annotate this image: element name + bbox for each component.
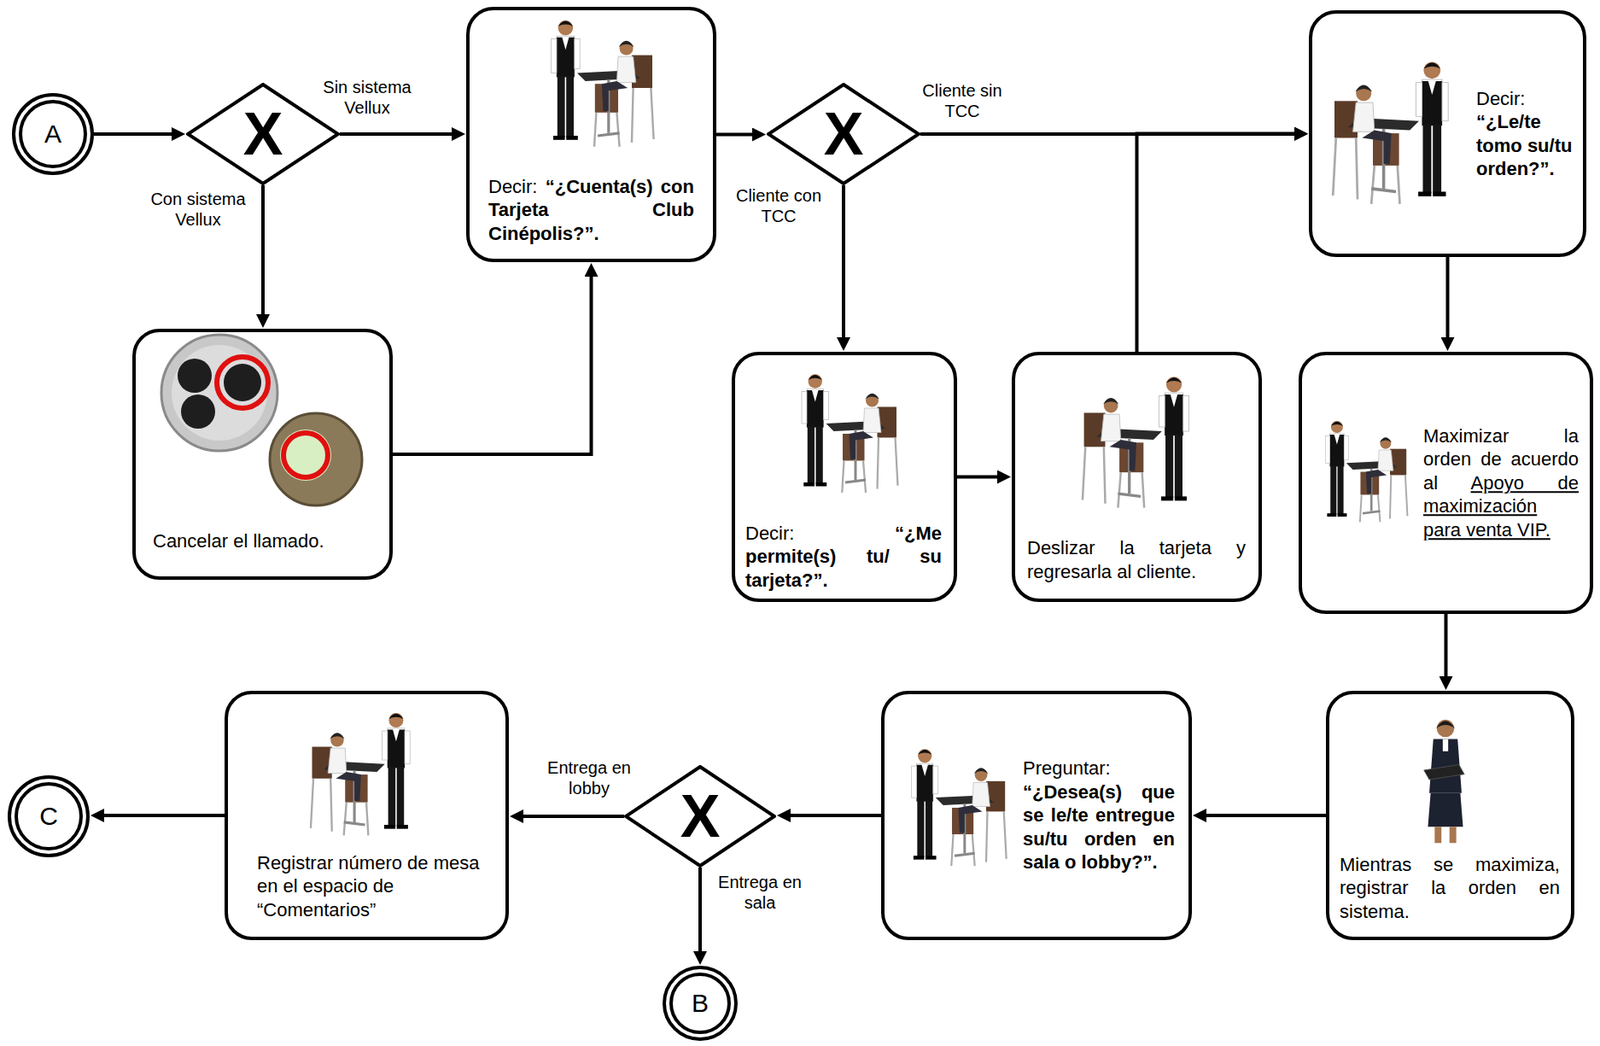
box-text: Cancelar el llamado. bbox=[152, 529, 372, 554]
process-box: Preguntar:“¿Desea(s) que se le/te entreg… bbox=[881, 690, 1192, 941]
connector-letter: B bbox=[691, 988, 709, 1018]
gateway-symbol: X bbox=[680, 786, 721, 847]
flow-arrow bbox=[698, 867, 702, 958]
process-box: Deslizar la tarjeta y regresarla al clie… bbox=[1011, 351, 1262, 602]
box-text: Maximizar la orden de acuerdo al Apoyo d… bbox=[1423, 424, 1579, 543]
spoken-phrase: “¿Desea(s) que se le/te entregue su/tu o… bbox=[1022, 781, 1175, 874]
spoken-phrase: “¿Le/te tomo su/tu orden?”. bbox=[1476, 110, 1572, 180]
box-text: Registrar número de mesa en el espacio d… bbox=[256, 851, 490, 923]
table-scene bbox=[1325, 420, 1408, 522]
process-box: Cancelar el llamado. bbox=[132, 328, 393, 580]
edge-label: Con sistema Vellux bbox=[145, 188, 251, 230]
flow-arrow bbox=[841, 185, 846, 345]
flow-arrow bbox=[392, 269, 592, 455]
connector-letter: C bbox=[39, 801, 59, 831]
box-text: Decir: “¿Le/te tomo su/tu orden?”. bbox=[1476, 87, 1577, 182]
vellux-buttons bbox=[161, 334, 363, 506]
decision-diamond: X bbox=[624, 764, 777, 868]
step-text: Registrar número de mesa en el espacio d… bbox=[256, 852, 479, 921]
flow-arrow bbox=[516, 814, 625, 818]
process-box: Registrar número de mesa en el espacio d… bbox=[224, 690, 509, 941]
flow-arrow bbox=[339, 132, 459, 136]
step-text: Deslizar la tarjeta y regresarla al clie… bbox=[1027, 537, 1246, 583]
flow-arrow bbox=[1137, 134, 1303, 353]
flow-arrow bbox=[93, 132, 179, 136]
flow-arrow bbox=[1199, 813, 1326, 818]
process-box: Maximizar la orden de acuerdo al Apoyo d… bbox=[1298, 351, 1594, 614]
decision-diamond: X bbox=[766, 82, 921, 186]
connector-circle: B bbox=[662, 965, 738, 1041]
step-text: Mientras se maximiza, registrar la orden… bbox=[1339, 853, 1560, 923]
step-text: Cancelar el llamado. bbox=[152, 530, 325, 552]
flow-arrow bbox=[716, 133, 760, 137]
step-text: Decir: bbox=[1476, 87, 1525, 110]
box-text: Preguntar:“¿Desea(s) que se le/te entreg… bbox=[1022, 756, 1175, 875]
box-text: Mientras se maximiza, registrar la orden… bbox=[1339, 852, 1560, 924]
link-text: Apoyo de maximización para venta VIP. bbox=[1423, 472, 1579, 541]
table-scene bbox=[1082, 376, 1190, 509]
edge-label: Entrega en lobby bbox=[541, 757, 637, 799]
flow-arrow bbox=[97, 813, 225, 818]
flow-arrow bbox=[1446, 256, 1450, 345]
edge-label: Entrega en sala bbox=[712, 871, 808, 913]
table-scene bbox=[801, 373, 899, 493]
connector-letter: A bbox=[44, 119, 62, 149]
edge-label: Sin sistema Vellux bbox=[315, 76, 419, 118]
connector-circle: C bbox=[7, 775, 90, 858]
flow-arrow bbox=[783, 813, 882, 818]
box-text: Deslizar la tarjeta y regresarla al clie… bbox=[1027, 536, 1246, 584]
process-box: Decir: “¿Me permite(s) tu/ su tarjeta?”. bbox=[731, 351, 958, 602]
process-box: Decir: “¿Le/te tomo su/tu orden?”. bbox=[1308, 10, 1587, 257]
connector-circle: A bbox=[11, 93, 94, 176]
edge-label: Cliente con TCC bbox=[730, 185, 827, 227]
step-text: Preguntar: bbox=[1022, 756, 1175, 781]
flow-arrow bbox=[957, 475, 1005, 479]
process-box: Decir: “¿Cuenta(s) con Tarjeta Club Ciné… bbox=[466, 6, 717, 263]
waiter-tablet bbox=[1424, 719, 1465, 844]
table-scene bbox=[911, 748, 1007, 866]
table-scene bbox=[1332, 61, 1449, 205]
step-text: Decir: bbox=[488, 175, 538, 198]
table-scene bbox=[551, 20, 655, 147]
process-box: Mientras se maximiza, registrar la orden… bbox=[1325, 690, 1575, 941]
table-scene bbox=[310, 712, 410, 836]
gateway-symbol: X bbox=[243, 104, 284, 164]
box-text: Decir: “¿Cuenta(s) con Tarjeta Club Ciné… bbox=[488, 175, 695, 246]
edge-label: Cliente sin TCC bbox=[914, 80, 1011, 122]
box-text: Decir: “¿Me permite(s) tu/ su tarjeta?”. bbox=[745, 521, 942, 593]
flow-arrow bbox=[261, 185, 265, 322]
step-text: Decir: bbox=[745, 522, 795, 544]
flow-arrow bbox=[1444, 613, 1449, 684]
gateway-symbol: X bbox=[823, 104, 865, 164]
